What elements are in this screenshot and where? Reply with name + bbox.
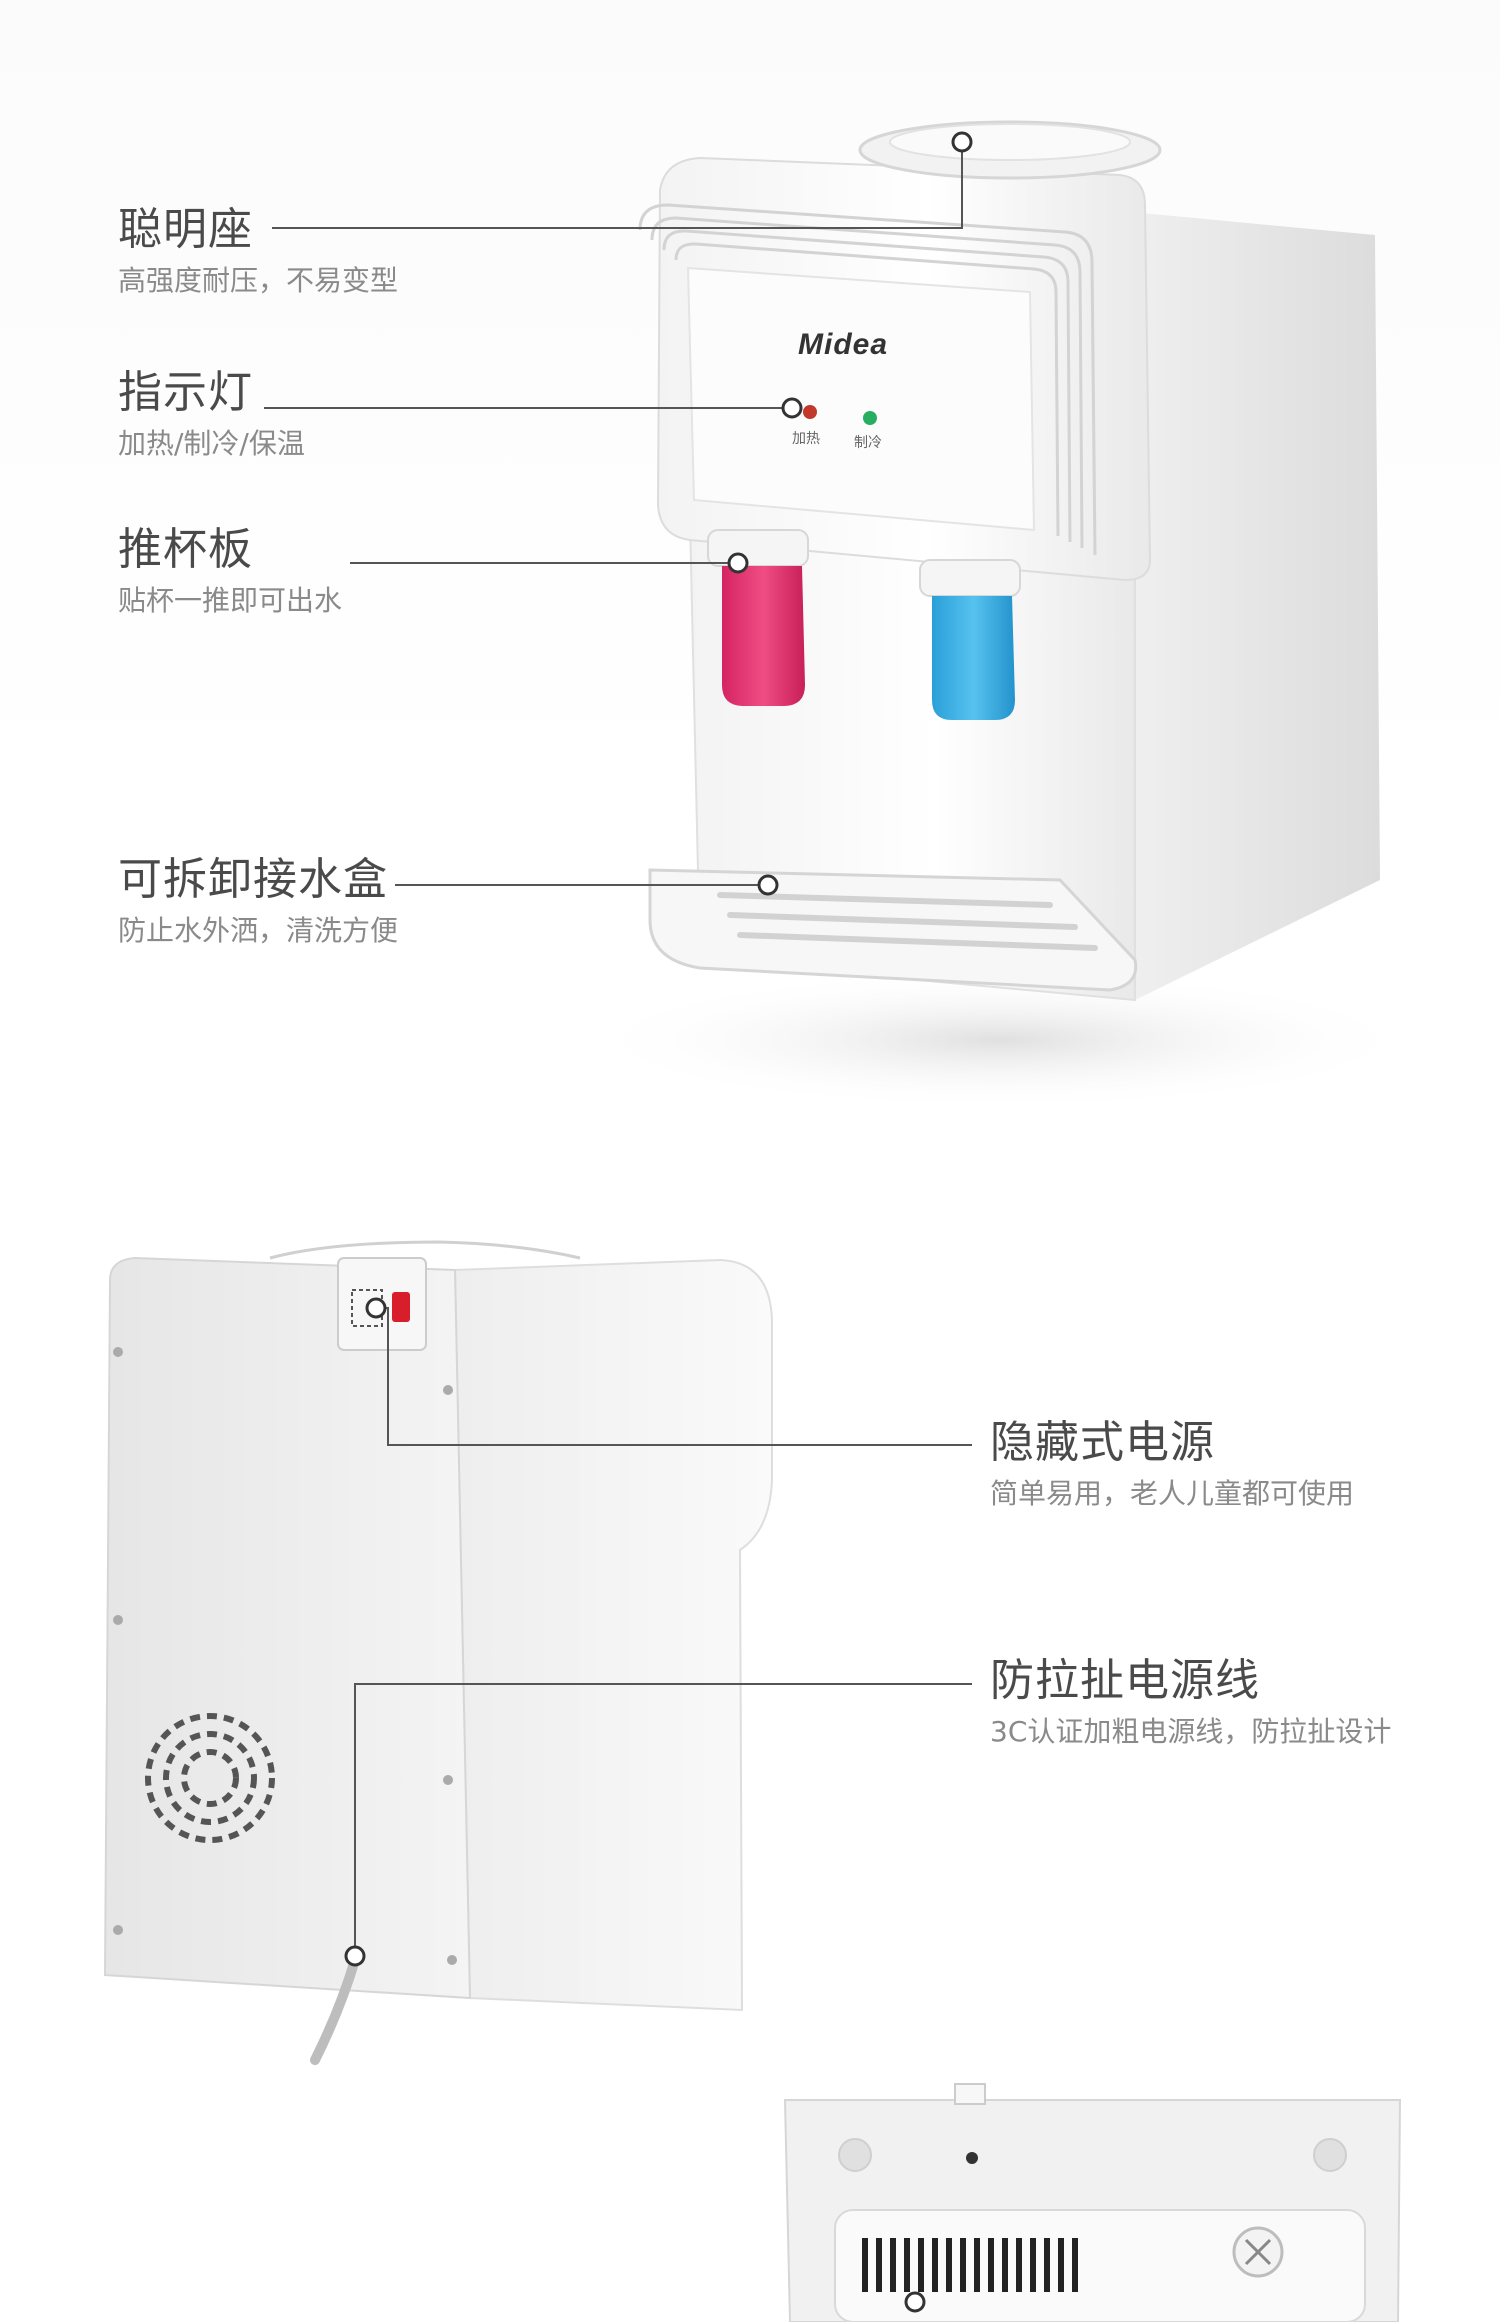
brand-logo: Midea <box>798 328 889 361</box>
power-cord <box>310 1955 360 2065</box>
back-view-section: 隐藏式电源 简单易用，老人儿童都可使用 防拉扯电源线 3C认证加粗电源线，防拉扯… <box>0 1130 1500 2080</box>
front-dispenser-illustration <box>264 120 1420 1110</box>
heat-led-label: 加热 <box>792 431 820 447</box>
feature-subtitle: 加热/制冷/保温 <box>118 426 305 460</box>
feature-removable-drip-tray: 可拆卸接水盒 防止水外洒，清洗方便 <box>118 854 399 947</box>
back-dispenser-illustration <box>103 1240 972 2065</box>
front-leader-lines <box>264 144 963 886</box>
drip-tray[interactable] <box>648 868 1138 992</box>
hot-tap-paddle[interactable] <box>722 566 805 706</box>
power-switch[interactable] <box>392 1292 410 1322</box>
rear-screws <box>113 1347 457 1965</box>
cold-tap-housing <box>919 559 1021 597</box>
feature-subtitle: 3C认证加粗电源线，防拉扯设计 <box>990 1714 1392 1748</box>
feature-subtitle: 简单易用，老人儿童都可使用 <box>990 1476 1355 1510</box>
feature-title: 指示灯 <box>118 367 253 418</box>
feature-title: 可拆卸接水盒 <box>118 854 388 905</box>
feature-subtitle: 高强度耐压，不易变型 <box>118 263 399 297</box>
bottom-dispenser-illustration <box>783 2083 1402 2322</box>
feature-smart-seat: 聪明座 高强度耐压，不易变型 <box>118 204 399 297</box>
drip-tray-grille <box>717 892 1098 951</box>
ribbed-frame <box>638 203 1097 556</box>
feature-title: 隐藏式电源 <box>990 1417 1215 1468</box>
back-side-panel <box>453 1258 773 2012</box>
side-panel <box>1110 210 1380 1000</box>
floor-shadow <box>580 970 1420 1110</box>
bottom-vent <box>862 2238 1078 2292</box>
back-callout-dots <box>344 1297 387 1967</box>
cool-led <box>863 411 877 425</box>
front-face-panel <box>686 266 1036 532</box>
feature-title: 推杯板 <box>118 524 253 575</box>
feature-subtitle: 贴杯一推即可出水 <box>118 583 343 617</box>
feature-push-cup-plate: 推杯板 贴杯一推即可出水 <box>118 524 343 617</box>
feature-subtitle: 防止水外洒，清洗方便 <box>118 913 399 947</box>
cool-led-label: 制冷 <box>854 435 882 451</box>
bottom-view-section <box>0 2080 1500 2322</box>
hot-tap-housing <box>707 529 809 567</box>
feature-anti-pull-cord: 防拉扯电源线 3C认证加粗电源线，防拉扯设计 <box>990 1655 1392 1748</box>
heat-led <box>803 405 817 419</box>
rear-vent <box>145 1713 275 1843</box>
feature-indicator-light: 指示灯 加热/制冷/保温 <box>118 367 305 460</box>
front-callout-dots <box>727 131 973 896</box>
front-view-section: Midea 加热 制冷 聪明座 高强度耐压，不易变型 指示灯 加热/制冷/保温 … <box>0 0 1500 1130</box>
cold-tap-paddle[interactable] <box>932 596 1015 720</box>
rear-panel <box>103 1256 472 2000</box>
feature-title: 防拉扯电源线 <box>990 1655 1260 1706</box>
feature-hidden-power: 隐藏式电源 简单易用，老人儿童都可使用 <box>990 1417 1355 1510</box>
feature-title: 聪明座 <box>118 204 253 255</box>
